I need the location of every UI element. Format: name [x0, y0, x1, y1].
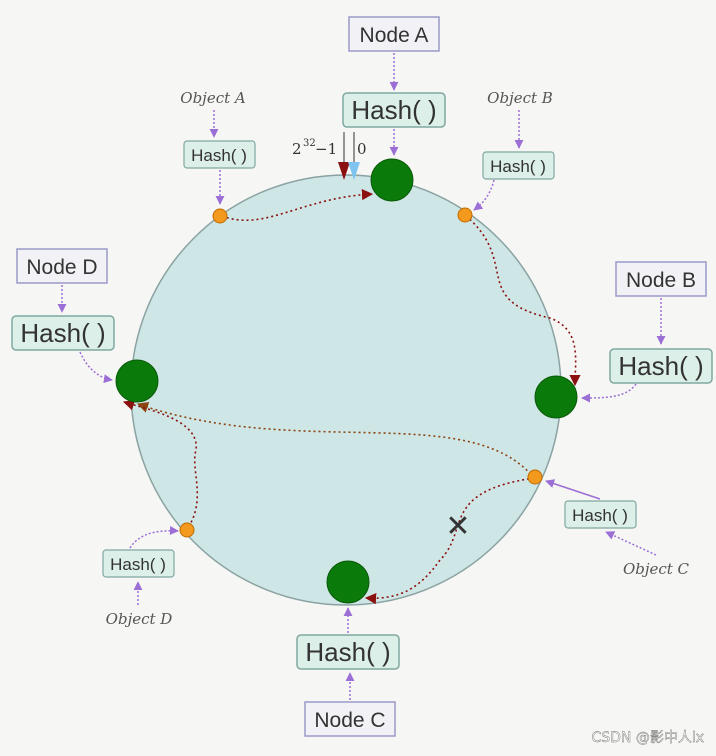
max-value-label-exp: 32: [303, 138, 316, 149]
watermark: CSDN @影中人lx: [591, 730, 704, 746]
zero-marker: [348, 162, 360, 180]
removed-path-marker: ✕: [445, 509, 470, 544]
node-c-hash-box[interactable]: [296, 634, 400, 670]
node-c-box[interactable]: [304, 701, 396, 737]
object-c-hash-box[interactable]: [564, 500, 637, 529]
node-b-label: Node B: [626, 269, 696, 292]
ring-node-a[interactable]: [370, 158, 414, 202]
object-b-hash-box[interactable]: [482, 151, 555, 180]
object-b-label: Object B: [487, 89, 553, 107]
ring-objects: [179, 207, 543, 538]
ring-node-d[interactable]: [115, 359, 159, 403]
node-c-label: Node C: [314, 709, 385, 732]
node-d-hash-label: Hash( ): [20, 318, 105, 348]
object-d-hash-label: Hash( ): [110, 555, 166, 574]
ring-object-c[interactable]: [527, 469, 543, 485]
path-object-c-to-node-d: [136, 401, 535, 479]
object-b-group: Object B Hash( ): [473, 89, 555, 211]
node-c-hash-label: Hash( ): [305, 637, 390, 667]
ring-node-c[interactable]: [326, 560, 370, 604]
object-c-group: Hash( ) Object C: [545, 479, 690, 578]
path-object-c-to-node-c: [364, 477, 535, 605]
ring-node-b[interactable]: [534, 375, 578, 419]
path-object-d-to-node-d: [122, 399, 199, 532]
object-d-label: Object D: [106, 610, 173, 628]
object-c-label: Object C: [623, 560, 690, 578]
node-b-hash-label: Hash( ): [618, 351, 703, 381]
node-b-hash-box[interactable]: [609, 348, 713, 384]
max-value-label-tail: −1: [315, 140, 337, 158]
max-value-marker: [338, 162, 350, 180]
object-b-hash-label: Hash( ): [490, 157, 546, 176]
object-c-hash-label: Hash( ): [572, 506, 628, 525]
node-c-group: Hash( ) Node C: [296, 607, 400, 737]
object-d-hash-box[interactable]: [102, 549, 175, 578]
node-a-label: Node A: [360, 24, 429, 47]
path-object-b-to-node-b: [465, 215, 581, 387]
path-object-a-to-node-a: [221, 188, 374, 221]
node-b-group: Node B Hash( ): [581, 261, 713, 403]
ring-object-b[interactable]: [457, 207, 473, 223]
ring-origin-markers: 2 32 −1 0: [292, 132, 367, 180]
node-b-box[interactable]: [615, 261, 707, 297]
node-a-box[interactable]: [348, 16, 440, 52]
node-d-group: Node D Hash( ): [11, 248, 115, 384]
object-a-hash-label: Hash( ): [191, 146, 247, 165]
node-a-hash-box[interactable]: [342, 92, 446, 128]
object-d-group: Hash( ) Object D: [102, 526, 179, 628]
node-a-hash-label: Hash( ): [351, 95, 436, 125]
zero-label: 0: [357, 140, 367, 158]
object-a-group: Object A Hash( ): [180, 89, 256, 205]
hash-ring: [130, 174, 562, 606]
node-d-hash-box[interactable]: [11, 315, 115, 351]
node-d-box[interactable]: [16, 248, 108, 284]
mapping-paths: [122, 188, 581, 605]
max-value-label-base: 2: [292, 140, 302, 158]
object-a-label: Object A: [180, 89, 246, 107]
object-a-hash-box[interactable]: [183, 140, 256, 169]
ring-object-d[interactable]: [179, 522, 195, 538]
node-d-label: Node D: [26, 256, 97, 279]
ring-object-a[interactable]: [212, 208, 228, 224]
node-a-group: Node A Hash( ): [342, 16, 446, 156]
ring-nodes: [115, 158, 578, 604]
